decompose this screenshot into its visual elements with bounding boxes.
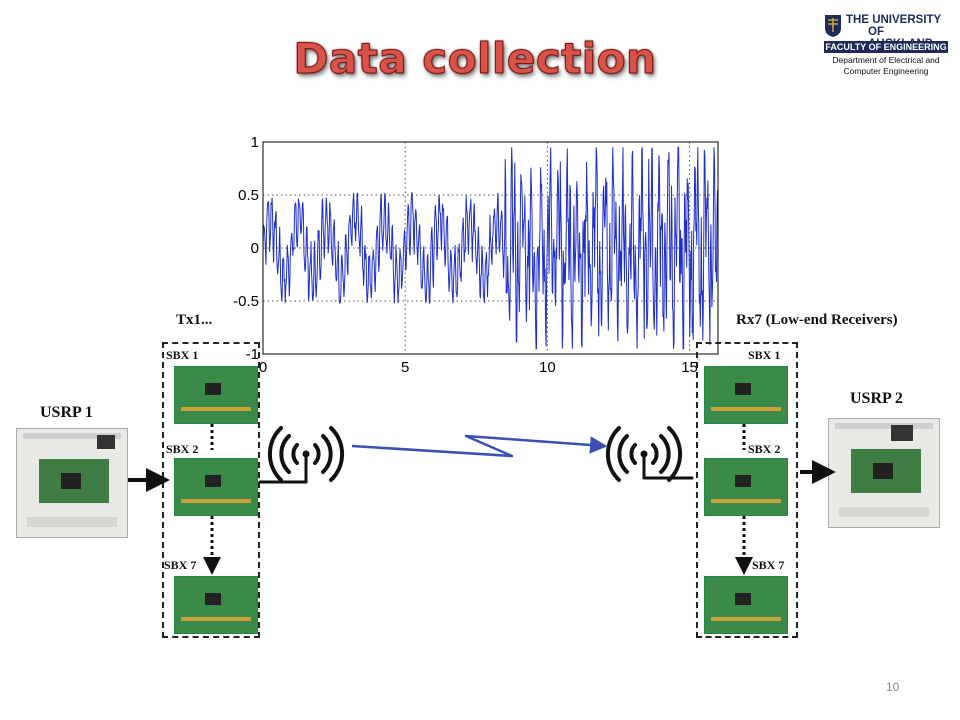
wireless-link-arrow — [351, 434, 608, 458]
rx-sbx-2-label: SBX 2 — [748, 442, 781, 456]
logo-department-1: Department of Electrical and — [832, 55, 940, 65]
x-tick-label: 0 — [259, 359, 267, 376]
rx-sbx-7-label: SBX 7 — [752, 558, 785, 572]
logo-line-1: THE UNIVERSITY — [846, 14, 942, 26]
x-tick-label: 5 — [401, 359, 409, 376]
x-tick-label: 15 — [681, 359, 698, 376]
tx-label: Tx1... — [176, 312, 213, 328]
usrp2-device — [828, 418, 940, 528]
tx-antenna-icon — [258, 426, 345, 484]
university-logo: THE UNIVERSITY OF AUCKLAND FACULTY OF EN… — [824, 14, 948, 78]
usrp1-label: USRP 1 — [40, 404, 93, 421]
page-number: 10 — [886, 680, 900, 694]
usrp2-label: USRP 2 — [850, 390, 903, 407]
rx-sbx-1-label: SBX 1 — [748, 348, 781, 362]
signal-chart: 0 5 10 15 1 0.5 0 -0.5 -1 — [233, 134, 719, 376]
rx-label: Rx7 (Low-end Receivers) — [736, 312, 898, 328]
plot-frame — [262, 141, 719, 355]
rx-sbx-group — [696, 342, 798, 638]
x-tick-label: 10 — [539, 359, 556, 376]
y-tick-label: 0.5 — [238, 187, 259, 204]
tx-sbx-board-7 — [174, 576, 258, 634]
slide-title: Data collection — [293, 34, 657, 84]
y-tick-label: 1 — [251, 134, 259, 151]
rx-sbx-board-7 — [704, 576, 788, 634]
rx-antenna-icon — [605, 426, 694, 482]
tx-sbx-board-2 — [174, 458, 258, 516]
chart-ticks: 0 5 10 15 1 0.5 0 -0.5 -1 — [233, 134, 698, 376]
rx-sbx-board-1 — [704, 366, 788, 424]
crest-icon — [825, 15, 841, 37]
tx-sbx-board-1 — [174, 366, 258, 424]
logo-department-2: Computer Engineering — [843, 66, 929, 76]
usrp1-device — [16, 428, 128, 538]
signal-series-line — [262, 146, 719, 350]
tx-sbx-1-label: SBX 1 — [166, 348, 199, 362]
y-tick-label: -0.5 — [233, 293, 259, 310]
tx-sbx-2-label: SBX 2 — [166, 442, 199, 456]
tx-sbx-7-label: SBX 7 — [164, 558, 197, 572]
rx-sbx-board-2 — [704, 458, 788, 516]
y-tick-label: 0 — [251, 240, 259, 257]
logo-faculty: FACULTY OF ENGINEERING — [824, 41, 948, 53]
y-tick-label: -1 — [246, 346, 259, 363]
